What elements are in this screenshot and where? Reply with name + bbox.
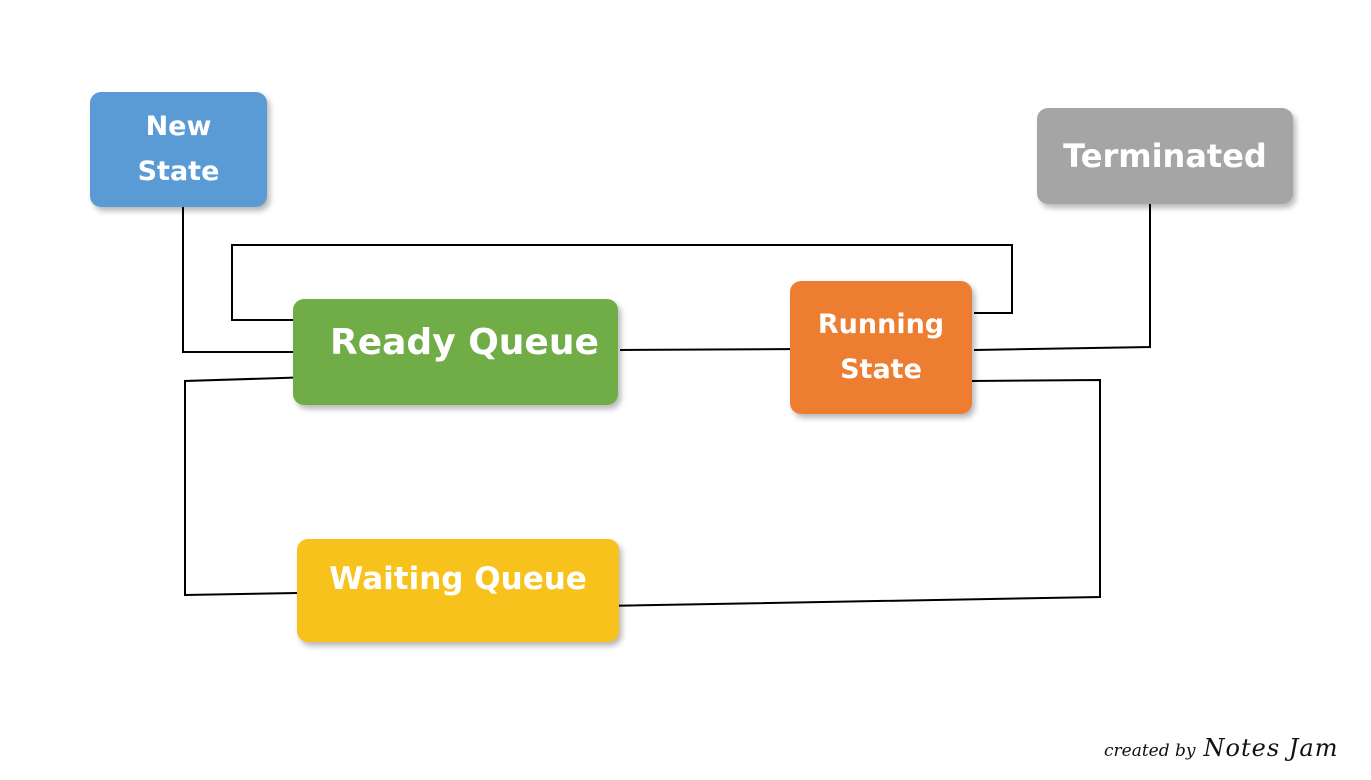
running-state-label-line1: Running — [817, 308, 945, 340]
edge-running-to-waiting — [601, 378, 1101, 612]
edge-running-to-ready — [231, 244, 1013, 326]
edge-running-to-terminated — [973, 188, 1156, 351]
edge-new-to-ready — [182, 204, 313, 358]
terminated-label: Terminated — [1063, 136, 1267, 175]
credit-text: created by Notes Jam — [1104, 734, 1338, 762]
edge-waiting-to-ready — [184, 371, 314, 597]
waiting-queue-label: Waiting Queue — [329, 561, 587, 597]
running-state-node: Running State — [790, 281, 972, 414]
new-state-node: New State — [90, 92, 267, 207]
credit-brand: Notes Jam — [1203, 734, 1339, 762]
credit-prefix: created by — [1104, 741, 1196, 761]
edge-ready-to-running — [619, 343, 805, 356]
new-state-label-line2: State — [137, 155, 220, 187]
terminated-node: Terminated — [1037, 108, 1293, 204]
ready-queue-label: Ready Queue — [330, 322, 599, 363]
new-state-label-line1: New — [145, 110, 212, 142]
ready-queue-node: Ready Queue — [293, 299, 618, 405]
running-state-label-line2: State — [840, 353, 922, 385]
waiting-queue-node: Waiting Queue — [297, 539, 619, 642]
